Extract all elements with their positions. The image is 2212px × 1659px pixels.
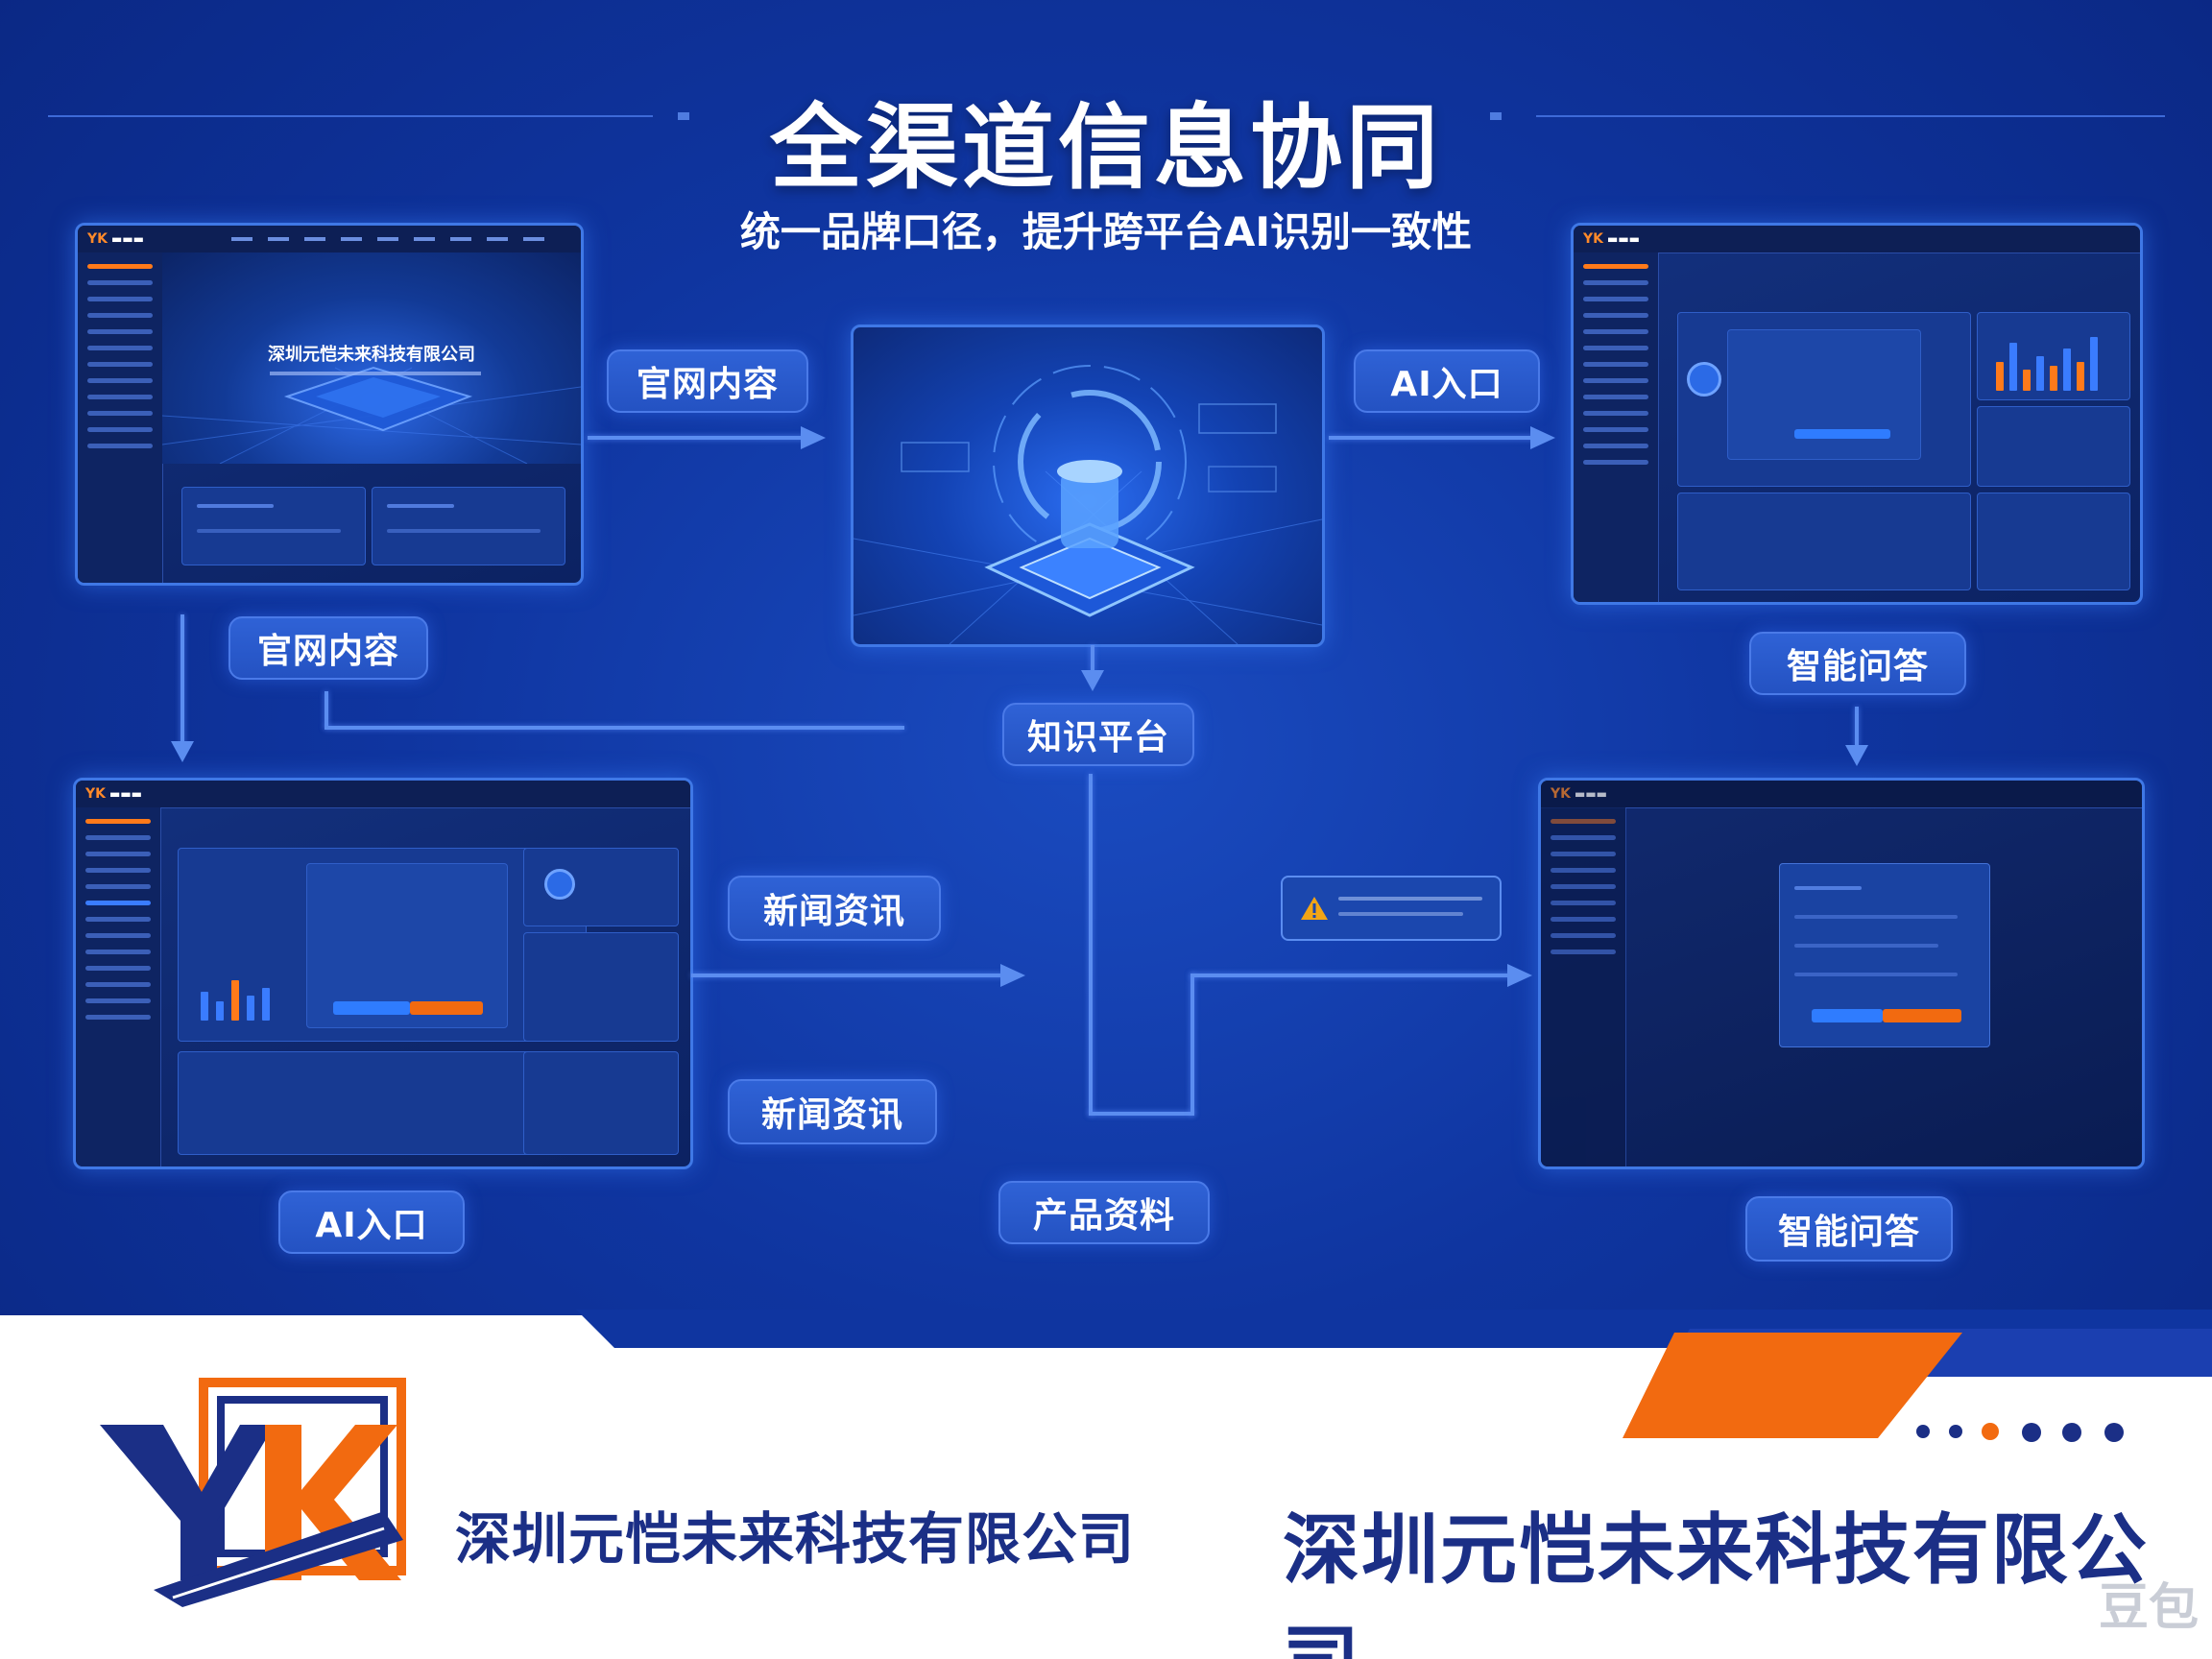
mini-logo: YK▬▬▬ xyxy=(87,231,145,247)
label-news-1: 新闻资讯 xyxy=(728,876,941,941)
arrow-head xyxy=(1000,964,1025,987)
connector-knowledge-down xyxy=(1091,645,1094,672)
footer-company-small: 深圳元恺未来科技有限公司 xyxy=(455,1506,1136,1572)
connector-knowledge-to-ai xyxy=(1329,436,1538,440)
smart-qa-screen: YK▬▬▬ xyxy=(1538,778,2145,1169)
shield-icon xyxy=(544,869,575,900)
connector-to-qa xyxy=(1190,974,1513,977)
arrow-head xyxy=(1507,964,1532,987)
knowledge-platform-screen xyxy=(851,325,1325,647)
connector-official-down xyxy=(180,614,184,749)
arrow-head xyxy=(171,741,194,762)
connector-center-vertical xyxy=(1089,774,1093,1116)
label-official-top: 官网内容 xyxy=(607,349,808,413)
dashboard-bar-chart xyxy=(1996,331,2111,391)
connector-qa-down xyxy=(1855,707,1859,747)
footer-company-large: 深圳元恺未来科技有限公司 xyxy=(1283,1505,2149,1659)
connector-center-rise xyxy=(1190,974,1194,1116)
connector-elbow-h xyxy=(325,726,904,730)
title-line-left-tick xyxy=(678,112,689,120)
label-official-left: 官网内容 xyxy=(228,616,428,680)
page-title: 全渠道信息协同 xyxy=(770,94,1442,202)
page-subtitle: 统一品牌口径，提升跨平台AI识别一致性 xyxy=(739,208,1473,255)
decor-dot xyxy=(2022,1423,2041,1442)
label-ai-entry-bottom: AI入口 xyxy=(278,1190,465,1254)
label-smart-qa-bottom: 智能问答 xyxy=(1745,1196,1953,1262)
label-product: 产品资料 xyxy=(998,1181,1210,1244)
decor-dot xyxy=(2104,1423,2124,1442)
connector-official-to-knowledge xyxy=(588,436,808,440)
footer-shape xyxy=(0,1310,2212,1438)
shield-icon xyxy=(1687,362,1721,397)
label-ai-entry-top: AI入口 xyxy=(1354,349,1540,413)
decor-dot xyxy=(2062,1423,2081,1442)
label-news-2: 新闻资讯 xyxy=(728,1079,937,1144)
label-knowledge: 知识平台 xyxy=(1002,703,1194,766)
arrow-head xyxy=(1845,745,1868,766)
arrow-head xyxy=(1530,426,1555,449)
hero-area xyxy=(161,252,581,465)
arrow-head xyxy=(1081,670,1104,691)
decor-dot xyxy=(1916,1425,1930,1438)
company-logo xyxy=(100,1378,406,1607)
hero-grid xyxy=(161,366,581,465)
title-line-left xyxy=(48,115,653,117)
knowledge-core-icon xyxy=(854,365,1322,644)
connector-center-bottom xyxy=(1089,1112,1194,1116)
connector-ai-to-news xyxy=(691,974,1008,977)
hero-title: 深圳元恺未来科技有限公司 xyxy=(268,345,475,365)
title-line-right xyxy=(1536,115,2165,117)
decor-dot xyxy=(1949,1425,1962,1438)
label-smart-qa-right: 智能问答 xyxy=(1749,632,1966,695)
alert-box xyxy=(1281,876,1502,941)
ai-entry-dashboard-screen: YK▬▬▬ xyxy=(1571,223,2143,605)
official-site-screen: YK▬▬▬ 深圳元恺未来科技有限公司 xyxy=(75,223,584,586)
connector-elbow xyxy=(325,691,328,728)
decor-dot xyxy=(1982,1423,1999,1440)
watermark: 豆包 xyxy=(2099,1579,2200,1637)
arrow-head xyxy=(801,426,826,449)
warning-icon xyxy=(1301,897,1328,920)
title-line-right-tick xyxy=(1490,112,1502,120)
ai-entry-screen: YK▬▬▬ xyxy=(73,778,693,1169)
ai-entry-bar-chart xyxy=(201,973,287,1021)
